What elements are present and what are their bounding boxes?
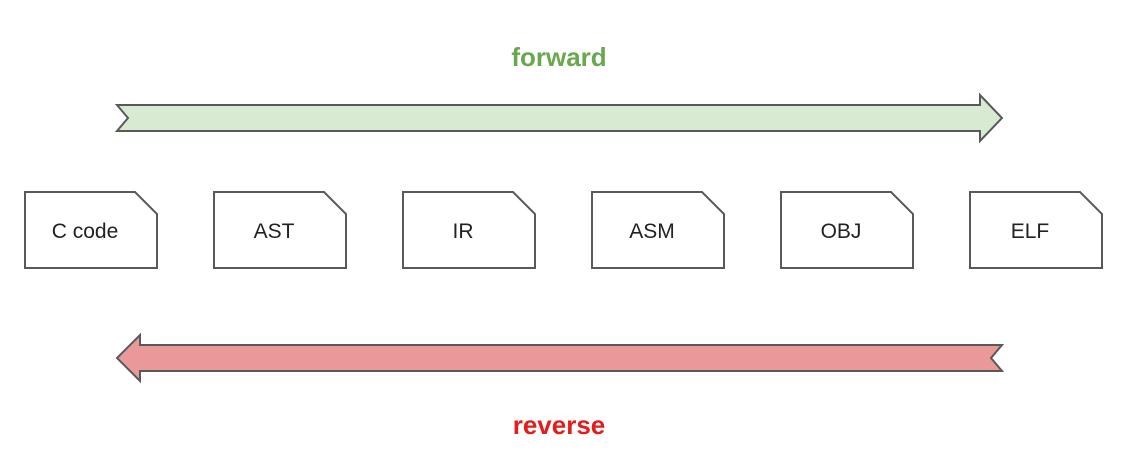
- stage-document-row: C code AST IR ASM OBJ ELF: [24, 191, 1103, 269]
- stage-label: IR: [453, 220, 474, 243]
- stage-document-shape: [780, 191, 914, 269]
- stage-document-shape: [213, 191, 347, 269]
- forward-arrow: [114, 92, 1004, 144]
- stage-label: ELF: [1011, 220, 1050, 243]
- stage-document-shape: [402, 191, 536, 269]
- reverse-arrow: [115, 332, 1005, 384]
- forward-label: forward: [511, 42, 606, 72]
- stage-document-shape: [24, 191, 158, 269]
- stage-elf: ELF: [969, 191, 1103, 269]
- reverse-label: reverse: [513, 410, 606, 440]
- stage-label: ASM: [629, 220, 675, 243]
- stage-ast: AST: [213, 191, 347, 269]
- stage-document-shape: [969, 191, 1103, 269]
- stage-document-shape: [591, 191, 725, 269]
- stage-obj: OBJ: [780, 191, 914, 269]
- stage-asm: ASM: [591, 191, 725, 269]
- stage-c-code: C code: [24, 191, 158, 269]
- stage-label: AST: [254, 220, 295, 243]
- stage-label: OBJ: [821, 220, 862, 243]
- stage-label: C code: [52, 220, 119, 243]
- stage-ir: IR: [402, 191, 536, 269]
